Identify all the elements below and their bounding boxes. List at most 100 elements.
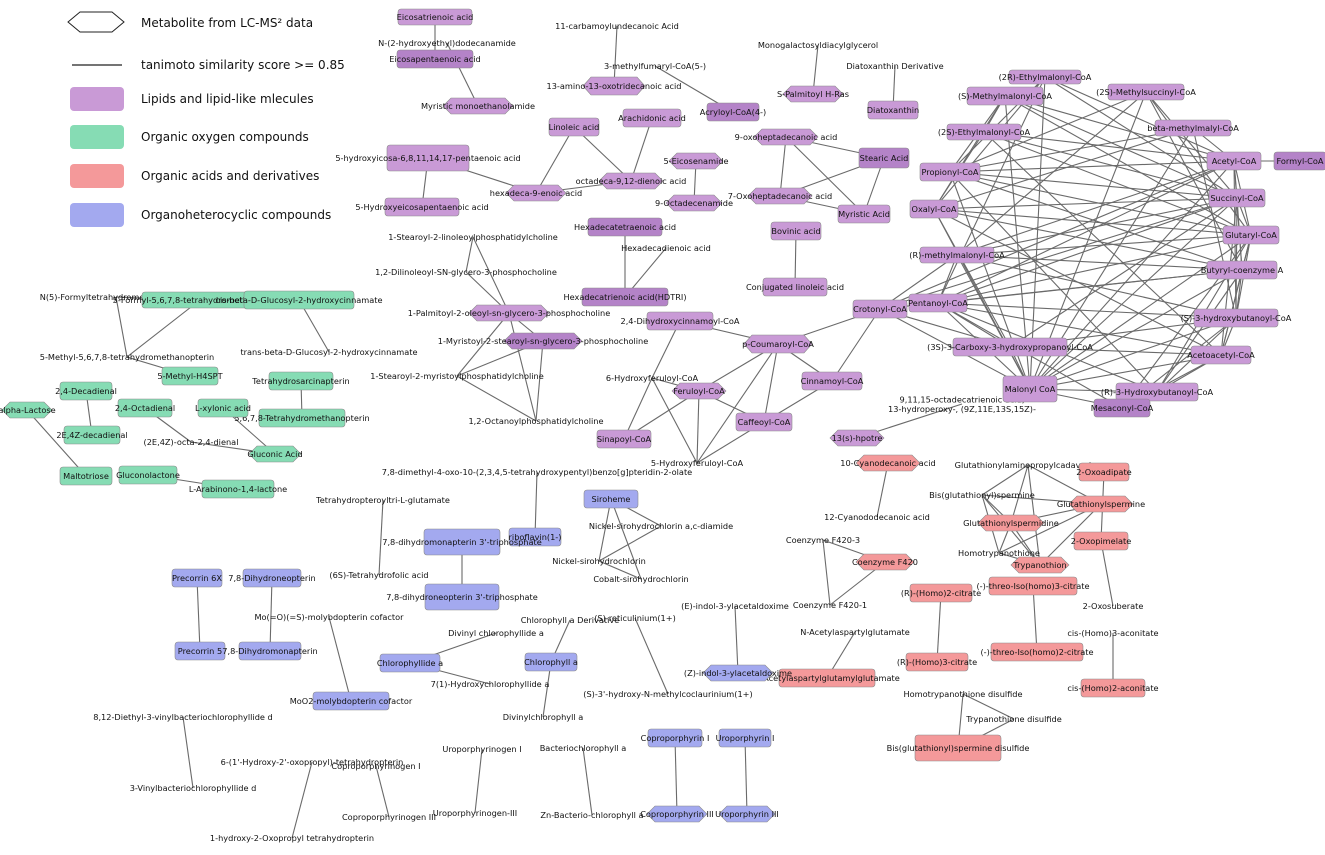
node-methylfumaryl-coa[interactable]: 3-methylfumaryl-CoA(5-) bbox=[600, 60, 710, 72]
node-cobalt-sirohydrochlorin[interactable]: Cobalt-sirohydrochlorin bbox=[586, 573, 696, 585]
node-palmitoyl-hras[interactable]: S-Palmitoyl H-Ras bbox=[777, 85, 849, 103]
node-beta-methylmalyl[interactable]: beta-methylmalyl-CoA bbox=[1147, 119, 1239, 137]
node-stearic[interactable]: Stearic Acid bbox=[858, 147, 910, 169]
node-stearoyl-linoleoyl-pc[interactable]: 1-Stearoyl-2-linoleoylphosphatidylcholin… bbox=[375, 231, 572, 243]
node-bacteriochlorophyll-a[interactable]: Bacteriochlorophyll a bbox=[533, 742, 634, 754]
node-cis-glucosyl[interactable]: cis-beta-D-Glucosyl-2-hydroxycinnamate bbox=[215, 290, 383, 310]
node-homotrypanothione[interactable]: Homotrypanothione bbox=[958, 547, 1040, 559]
node-coproporphyrinogen-3[interactable]: Coproporphyrinogen III bbox=[336, 811, 442, 823]
node-stearoyl-myristoyl-pc[interactable]: 1-Stearoyl-2-myristoylphosphatidylcholin… bbox=[359, 370, 556, 382]
node-decadienal-2e4z[interactable]: 2E,4Z-decadienal bbox=[56, 425, 128, 445]
node-hydroxybutanoyl-r[interactable]: (R)-3-Hydroxybutanoyl-CoA bbox=[1101, 382, 1214, 402]
node-hydroxyeicosapentaenoic[interactable]: 5-Hydroxyeicosapentaenoic acid bbox=[355, 197, 489, 217]
node-uroporphyrin-3[interactable]: Uroporphyrin III bbox=[715, 805, 779, 823]
node-gluconolactone[interactable]: Gluconolactone bbox=[116, 465, 180, 485]
node-uroporphyrinogen-3[interactable]: Uroporphyrinogen-III bbox=[427, 807, 523, 819]
node-homo3-citrate[interactable]: (R)-(Homo)3-citrate bbox=[897, 652, 977, 672]
node-vinylbacteriochlorophyllide[interactable]: 3-Vinylbacteriochlorophyllide d bbox=[119, 782, 268, 794]
node-arachidonic[interactable]: Arachidonic acid bbox=[618, 108, 686, 128]
node-propionyl-coa[interactable]: Propionyl-CoA bbox=[919, 162, 981, 182]
node-coenzyme-f420-3[interactable]: Coenzyme F420-3 bbox=[786, 534, 860, 546]
node-hexadecadienoic[interactable]: Hexadecadienoic acid bbox=[621, 243, 711, 253]
node-tetrahydrofolic[interactable]: (6S)-Tetrahydrofolic acid bbox=[319, 569, 439, 581]
node-nickel-sirohydrochlorin-diamide[interactable]: Nickel-sirohydrochlorin a,c-diamide bbox=[577, 520, 745, 532]
node-carbamoylundecanoic[interactable]: 11-carbamoylundecanoic Acid bbox=[552, 20, 682, 32]
node-thp-triglutamate[interactable]: Tetrahydropteroyltri-L-glutamate bbox=[306, 494, 460, 506]
node-divinylchlorophyll-a[interactable]: Divinylchlorophyll a bbox=[495, 711, 591, 723]
node-methylmalonyl-s[interactable]: (S)-Methylmalonyl-CoA bbox=[958, 86, 1052, 106]
node-oxoheptadecanoic-9[interactable]: 9-oxoheptadecanoic acid bbox=[735, 128, 838, 146]
node-diethyl-vinylbacteriochlorophyllide[interactable]: 8,12-Diethyl-3-vinylbacteriochlorophylli… bbox=[77, 711, 288, 723]
node-divinyl-chlorophyllide-a[interactable]: Divinyl chlorophyllide a bbox=[438, 627, 553, 639]
node-coumaroyl-coa[interactable]: p-Coumaroyl-CoA bbox=[742, 334, 814, 354]
node-acetylaspartylglutamylglutamate[interactable]: N-Acetylaspartylglutamylglutamate bbox=[754, 668, 900, 688]
node-oxoadipate[interactable]: 2-Oxoadipate bbox=[1076, 462, 1132, 482]
node-eicosenamide[interactable]: 5-Eicosenamide bbox=[663, 152, 729, 170]
node-butyryl-coa[interactable]: Butyryl-coenzyme A bbox=[1201, 260, 1284, 280]
node-bis-gsh-spermine[interactable]: Bis(glutathionyl)spermine bbox=[922, 489, 1042, 501]
node-coproporphyrin-1[interactable]: Coproporphyrin I bbox=[641, 728, 710, 748]
node-hydroxy-methylcoclaurinium[interactable]: (S)-3'-hydroxy-N-methylcoclaurinium(1+) bbox=[574, 688, 761, 700]
node-diatoxanthin-deriv[interactable]: Diatoxanthin Derivative bbox=[840, 60, 950, 72]
node-hexadecatetraenoic[interactable]: Hexadecatetraenoic acid bbox=[574, 217, 676, 237]
node-chlorophyll-a[interactable]: Chlorophyll a bbox=[524, 652, 578, 672]
node-alpha-lactose[interactable]: alpha-Lactose bbox=[0, 401, 56, 419]
node-caffeoyl-coa[interactable]: Caffeoyl-CoA bbox=[735, 412, 793, 432]
node-dihydromonapterin[interactable]: 7,8-Dihydromonapterin bbox=[222, 641, 318, 661]
node-mesaconyl-coa[interactable]: Mesaconyl-CoA bbox=[1091, 398, 1154, 418]
node-trans-glucosyl[interactable]: trans-beta-D-Glucosyl-2-hydroxycinnamate bbox=[233, 346, 425, 358]
node-oxoheptadecanoic-7[interactable]: 7-Oxoheptadecanoic acid bbox=[728, 187, 832, 205]
node-moo2-molybdopterin[interactable]: MoO2-molybdopterin cofactor bbox=[290, 691, 413, 711]
node-cis-homo3-aconitate[interactable]: cis-(Homo)3-aconitate bbox=[1063, 627, 1164, 639]
node-hydroxyicosa-pentaenoic[interactable]: 5-hydroxyicosa-6,8,11,14,17-pentaenoic a… bbox=[335, 144, 521, 172]
node-octadienal-24[interactable]: 2,4-Octadienal bbox=[115, 398, 175, 418]
node-hydroxyferuloyl-coa-5[interactable]: 5-Hydroxyferuloyl-CoA bbox=[647, 457, 748, 469]
node-formyl-5678-thmpt[interactable]: 5-Formyl-5,6,7,8-tetrahydromethanopterin bbox=[113, 291, 288, 309]
node-zn-bacteriochlorophyll[interactable]: Zn-Bacterio-chlorophyll a bbox=[532, 809, 652, 821]
node-tetrahydromethanopterin[interactable]: 5,6,7,8-Tetrahydromethanopterin bbox=[234, 408, 370, 428]
node-myristoyl-stearoyl-pc[interactable]: 1-Myristoyl-2-stearoyl-sn-glycero-3-phos… bbox=[438, 332, 649, 350]
node-oxopimelate[interactable]: 2-Oxopimelate bbox=[1071, 531, 1131, 551]
node-threo-iso-homo2[interactable]: (-)-threo-Iso(homo)2-citrate bbox=[980, 642, 1094, 662]
node-feruloyl-coa[interactable]: Feruloyl-CoA bbox=[671, 382, 727, 400]
node-threo-iso-homo3[interactable]: (-)-threo-Iso(homo)3-citrate bbox=[976, 576, 1090, 596]
node-gsh-spermine[interactable]: Glutathionylspermine bbox=[1057, 495, 1145, 513]
node-octadecatrienoic-hydroperoxy[interactable]: 9,11,15-octadecatrienoic acid,13-hydrope… bbox=[806, 395, 1118, 415]
node-precorrin-5[interactable]: Precorrin 5 bbox=[174, 641, 226, 661]
node-myristic[interactable]: Myristic Acid bbox=[837, 204, 891, 224]
node-siroheme[interactable]: Siroheme bbox=[583, 489, 639, 509]
node-pentanoyl-coa[interactable]: Pentanoyl-CoA bbox=[908, 293, 968, 313]
node-ethylmalonyl-2s[interactable]: (2S)-Ethylmalonyl-CoA bbox=[938, 123, 1031, 141]
node-hydroxyethyl-dodecanamide[interactable]: N-(2-hydroxyethyl)dodecanamide bbox=[375, 37, 519, 49]
node-methylsuccinyl-2s[interactable]: (2S)-Methylsuccinyl-CoA bbox=[1096, 83, 1196, 101]
node-hexadeca-enoic[interactable]: hexadeca-9-enoic acid bbox=[490, 184, 582, 202]
node-linoleic[interactable]: Linoleic acid bbox=[549, 117, 600, 137]
node-decadienal-24[interactable]: 2,4-Decadienal bbox=[55, 381, 117, 401]
node-acryloyl-coa[interactable]: Acryloyl-CoA(4-) bbox=[700, 102, 766, 122]
node-precorrin-6x[interactable]: Precorrin 6X bbox=[171, 568, 222, 588]
node-acetyl-coa[interactable]: Acetyl-CoA bbox=[1206, 151, 1262, 171]
node-bis-gsh-spermine-disulfide[interactable]: Bis(glutathionyl)spermine disulfide bbox=[887, 734, 1030, 762]
node-maltotriose[interactable]: Maltotriose bbox=[59, 466, 113, 486]
node-hydroxy-oxopropyl-thp[interactable]: 6-(1'-Hydroxy-2'-oxopropyl)-tetrahydropt… bbox=[206, 756, 417, 768]
node-formyl-coa[interactable]: Formyl-CoA bbox=[1273, 151, 1325, 171]
node-dimethyl-oxo-ribityl[interactable]: 7,8-dimethyl-4-oxo-10-(2,3,4,5-tetrahydr… bbox=[359, 466, 714, 478]
node-hydroxychlorophyllide-a[interactable]: 7(1)-Hydroxychlorophyllide a bbox=[423, 678, 557, 690]
node-conjugated-linoleic[interactable]: Conjugated linoleic acid bbox=[746, 277, 844, 297]
node-hpotre[interactable]: 13(s)-hpotre bbox=[829, 429, 885, 447]
node-octanoyl-pc[interactable]: 1,2-Octanoylphosphatidylcholine bbox=[462, 415, 611, 427]
node-hexadecatrienoic[interactable]: Hexadecatrienoic acid(HDTRI) bbox=[563, 287, 687, 307]
node-chlorophyllide-a[interactable]: Chlorophyllide a bbox=[377, 653, 443, 673]
node-methyl-5678-thmpt[interactable]: 5-Methyl-5,6,7,8-tetrahydromethanopterin bbox=[31, 351, 223, 363]
node-coproporphyrin-3[interactable]: Coproporphyrin III bbox=[640, 805, 714, 823]
node-dihydroxycinnamoyl-coa[interactable]: 2,4-Dihydroxycinnamoyl-CoA bbox=[621, 311, 740, 331]
node-trypanothion[interactable]: Trypanothion bbox=[1010, 556, 1070, 574]
node-arabinono-lactone[interactable]: L-Arabinono-1,4-lactone bbox=[189, 479, 287, 499]
node-sinapoyl-coa[interactable]: Sinapoyl-CoA bbox=[596, 429, 652, 449]
node-glutaryl-coa[interactable]: Glutaryl-CoA bbox=[1222, 225, 1280, 245]
node-palmitoyl-oleoyl-pc[interactable]: 1-Palmitoyl-2-oleoyl-sn-glycero-3-phosph… bbox=[408, 304, 611, 322]
node-methyl-h4spt[interactable]: 5-Methyl-H4SPT bbox=[157, 366, 224, 386]
node-uroporphyrin-1[interactable]: Uroporphyrin I bbox=[716, 728, 775, 748]
node-cinnamoyl-coa[interactable]: Cinnamoyl-CoA bbox=[801, 371, 864, 391]
node-uroporphyrinogen-1[interactable]: Uroporphyrinogen I bbox=[439, 743, 525, 755]
